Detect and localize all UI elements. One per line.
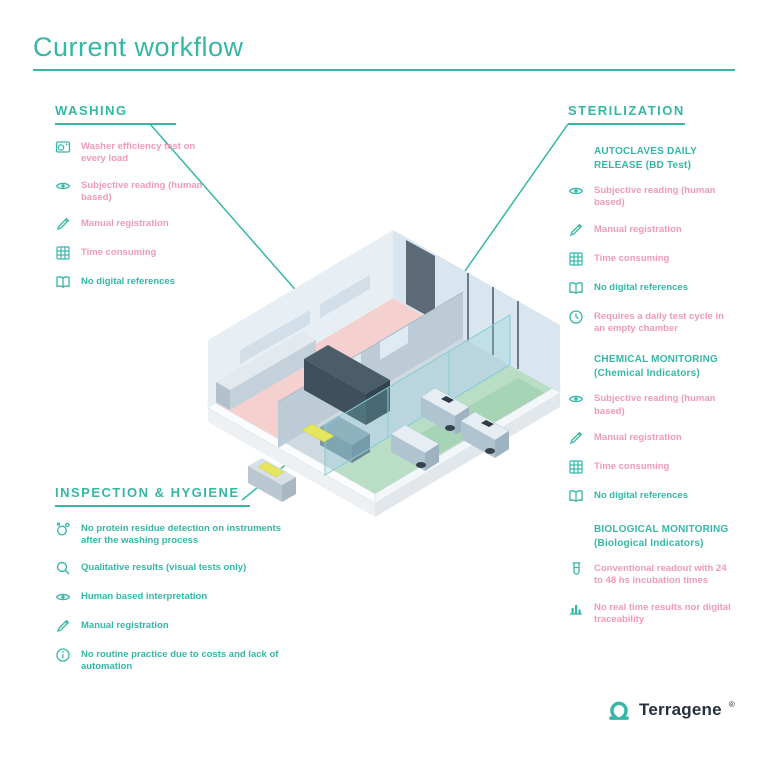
central-equipment (304, 345, 390, 425)
eye-icon (568, 391, 585, 408)
list-item: Human based interpretation (55, 589, 315, 606)
title-underline (33, 69, 735, 71)
list-item: Manual registration (568, 430, 748, 447)
chart-icon (568, 600, 585, 617)
list-item: No real time results nor digital traceab… (568, 600, 748, 627)
list-item: Time consuming (55, 245, 250, 262)
search-icon (55, 560, 72, 577)
pencil-icon (55, 216, 72, 233)
list-item: No protein residue detection on instrume… (55, 521, 315, 548)
item-text: Time consuming (81, 247, 157, 259)
registered-mark: ® (728, 699, 735, 709)
item-text: Requires a daily test cycle in an empty … (594, 310, 724, 335)
sterilization-groups: AUTOCLAVES DAILY RELEASE (BD Test) Subjec… (568, 145, 748, 626)
item-text: Washer efficiency test on every load (81, 141, 196, 165)
pencil-icon (568, 222, 585, 239)
item-text: No routine practice due to costs and lac… (81, 648, 279, 673)
item-text: No digital references (594, 490, 688, 502)
group-items: Subjective reading (human based) Manual r… (568, 391, 748, 505)
list-item: Requires a daily test cycle in an empty … (568, 309, 748, 336)
counters (216, 332, 316, 410)
section-inspection-hygiene: INSPECTION & HYGIENE No protein residue … (55, 484, 315, 685)
book-icon (55, 274, 72, 291)
book-icon (568, 488, 585, 505)
grid-icon (55, 245, 72, 262)
section-washing: WASHING Washer efficiency test on every … (55, 102, 250, 303)
item-text: Conventional readout with 24 to 48 hs in… (594, 563, 727, 587)
item-text: Manual registration (81, 218, 169, 230)
sterilization-header: STERILIZATION (568, 103, 685, 125)
list-item: Qualitative results (visual tests only) (55, 560, 315, 577)
list-item: No routine practice due to costs and lac… (55, 647, 315, 674)
glass-partition (324, 314, 511, 476)
inspection-header: INSPECTION & HYGIENE (55, 485, 250, 507)
item-text: Subjective reading (human based) (594, 393, 716, 417)
list-item: Manual registration (55, 618, 315, 635)
grid-icon (568, 459, 585, 476)
item-text: No digital references (81, 276, 175, 288)
list-item: Washer efficiency test on every load (55, 139, 250, 166)
item-text: No real time results nor digital traceab… (594, 601, 731, 626)
eye-icon (568, 183, 585, 200)
list-item: Time consuming (568, 251, 748, 268)
item-text: Manual registration (594, 223, 682, 235)
item-text: No digital references (594, 281, 688, 293)
list-item: No digital references (55, 274, 250, 291)
list-item: Subjective reading (human based) (568, 183, 748, 210)
inspection-items: No protein residue detection on instrume… (55, 521, 315, 673)
list-item: Time consuming (568, 459, 748, 476)
group-title: BIOLOGICAL MONITORING (Biological Indica… (594, 524, 729, 549)
group-title: CHEMICAL MONITORING (Chemical Indicators… (594, 354, 718, 379)
eye-icon (55, 178, 72, 195)
washing-header: WASHING (55, 103, 176, 125)
list-item: Subjective reading (human based) (568, 391, 748, 418)
work-tables (390, 387, 510, 471)
book-icon (568, 280, 585, 297)
item-text: Manual registration (594, 432, 682, 444)
pencil-icon (568, 430, 585, 447)
list-item: No digital references (568, 280, 748, 297)
item-text: Subjective reading (human based) (81, 179, 203, 204)
list-item: Manual registration (568, 222, 748, 239)
section-sterilization: STERILIZATION AUTOCLAVES DAILY RELEASE (… (568, 102, 748, 638)
clock-icon (568, 309, 585, 326)
grid-icon (568, 251, 585, 268)
list-item: Conventional readout with 24 to 48 hs in… (568, 561, 748, 588)
group-items: Conventional readout with 24 to 48 hs in… (568, 561, 748, 626)
room-illustration (207, 230, 561, 517)
yellow-tray (257, 461, 285, 478)
info-icon (55, 647, 72, 664)
brand-name: Terragene (639, 700, 722, 719)
item-text: Human based interpretation (81, 590, 208, 602)
floor-slab (208, 393, 560, 517)
vial-icon (568, 561, 585, 578)
eye-icon (55, 589, 72, 606)
group-items: Subjective reading (human based) Manual r… (568, 183, 748, 335)
item-text: Time consuming (594, 252, 670, 264)
item-text: Manual registration (81, 619, 169, 631)
item-text: No protein residue detection on instrume… (81, 523, 282, 547)
page-title: Current workflow (33, 32, 244, 62)
list-item: Subjective reading (human based) (55, 178, 250, 205)
item-text: Qualitative results (visual tests only) (81, 561, 247, 573)
pencil-icon (55, 618, 72, 635)
item-text: Subjective reading (human based) (594, 185, 716, 209)
washer-icon (55, 139, 72, 156)
terragene-icon (609, 701, 629, 720)
group-title: AUTOCLAVES DAILY RELEASE (BD Test) (594, 146, 697, 171)
molecule-icon (55, 521, 72, 538)
yellow-tray (301, 423, 335, 443)
list-item: No digital references (568, 488, 748, 505)
item-text: Time consuming (594, 461, 670, 473)
brand-logo: Terragene ® (606, 697, 735, 723)
shelving (248, 458, 296, 502)
list-item: Manual registration (55, 216, 250, 233)
doorway (406, 240, 435, 320)
